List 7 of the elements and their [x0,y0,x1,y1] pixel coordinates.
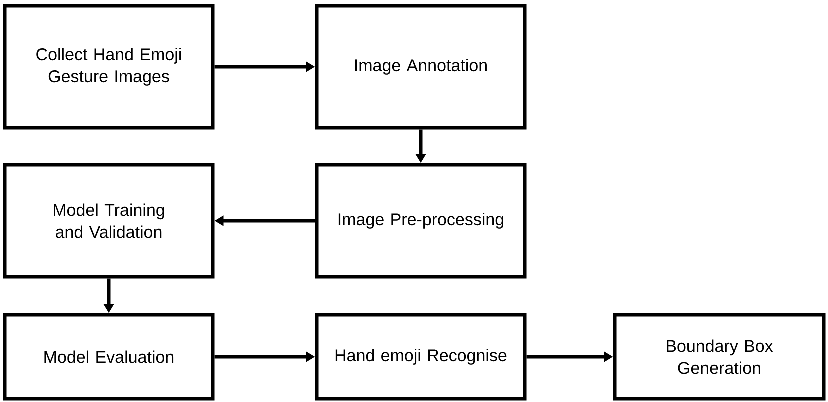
process-box: Hand emoji Recognise [315,313,527,401]
process-box: Boundary Box Generation [613,313,826,401]
process-box: Collect Hand Emoji Gesture Images [3,4,215,130]
process-box: Model Training and Validation [3,163,215,279]
process-box: Image Annotation [315,4,527,130]
process-box: Model Evaluation [3,313,215,401]
process-box: Image Pre-processing [315,163,527,279]
